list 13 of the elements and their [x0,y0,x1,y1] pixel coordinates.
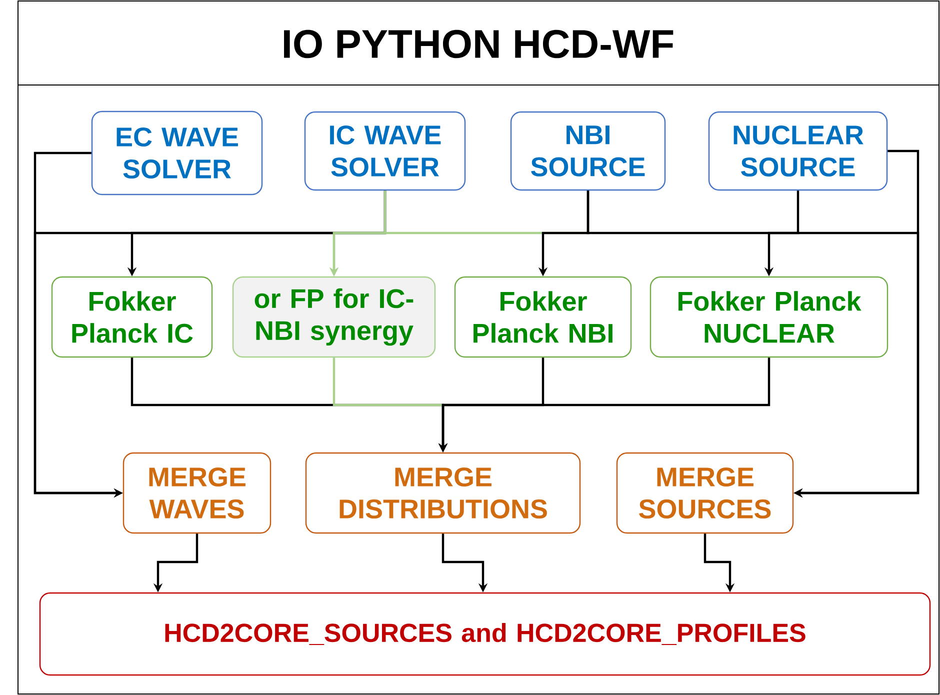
source-box: NUCLEAR SOURCE [708,111,888,191]
source-box: NBI SOURCE [510,111,666,191]
source-box: EC WAVE SOLVER [91,110,263,196]
output-box: HCD2CORE_SOURCES and HCD2CORE_PROFILES [39,592,931,676]
source-box: IC WAVE SOLVER [304,111,466,191]
fokker-planck-box: Fokker Planck NBI [454,276,632,358]
merge-box: MERGE DISTRIBUTIONS [305,452,581,534]
fokker-planck-box: Fokker Planck NUCLEAR [650,276,888,358]
fokker-planck-box: Fokker Planck IC [51,276,213,358]
merge-box: MERGE SOURCES [616,452,794,534]
fokker-planck-box: or FP for IC-NBI synergy [232,276,436,358]
title: IO PYTHON HCD-WF [284,30,674,58]
merge-box: MERGE WAVES [122,452,272,534]
